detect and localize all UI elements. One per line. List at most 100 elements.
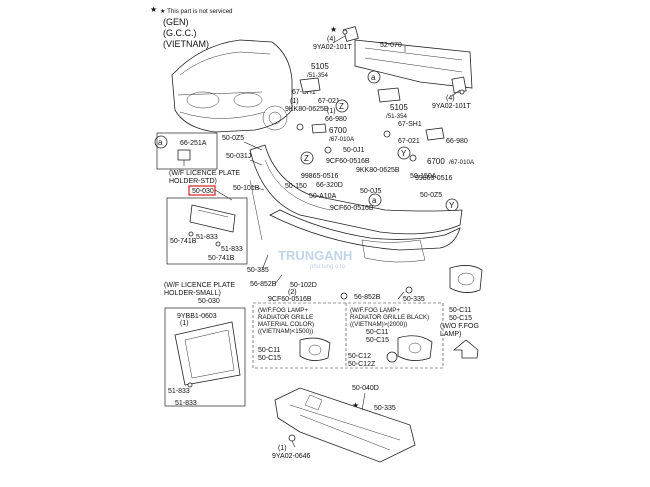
label-51-833-a: 51-833 (196, 234, 218, 241)
label-fog2-50-c15: 50-C15 (366, 337, 389, 344)
std-holder-title-1: (W/F LICENCE PLATE (169, 170, 240, 177)
label-51-833-d: 51-833 (175, 400, 197, 407)
label-50-0z5-b: 50-0Z5 (420, 192, 442, 199)
label-qty-1c: (1) (180, 320, 189, 327)
label-fog1-50-c15: 50-C15 (258, 355, 281, 362)
label-67-021-b: 67-021 (398, 138, 420, 145)
label-fog1-50-c11: 50-C11 (258, 347, 281, 354)
std-holder-title-2: HOLDER-STD) (169, 178, 217, 185)
svg-text:a: a (371, 73, 376, 82)
arrow-indicator (452, 339, 479, 359)
wo-fog-lamp-1: (W/O F.FOG (440, 323, 479, 330)
label-51-354-a: /51-354 (307, 72, 329, 79)
svg-text:Z: Z (339, 102, 344, 111)
label-50-150a: 50-150A (410, 173, 437, 180)
svg-text:Y: Y (449, 201, 455, 210)
bolt-icons-top (342, 29, 465, 95)
label-qty-2: (2) (288, 289, 297, 296)
label-50-030: 50-030 (192, 188, 214, 195)
label-5105-a: 5105 (311, 62, 329, 71)
label-99865-a: 99865-0516 (301, 173, 338, 180)
market-vietnam: (VIETNAM) (163, 39, 209, 49)
label-67-010a-b: /67-010A (449, 159, 475, 166)
svg-text:Z: Z (304, 154, 309, 163)
watermark-sub: phu tung o to (310, 264, 346, 270)
label-9kk80-a: 9KK80-0625B (285, 106, 329, 113)
svg-text:★: ★ (150, 5, 157, 14)
svg-text:(W/F.FOG LAMP+: (W/F.FOG LAMP+ (350, 307, 400, 314)
label-6700-a: 6700 (329, 126, 347, 135)
label-50-0j5: 50-0J5 (360, 188, 382, 195)
svg-text:★: ★ (330, 25, 337, 34)
label-50-101b: 50-101B (233, 185, 260, 192)
label-50-040d: 50-040D (352, 385, 379, 392)
svg-text:RADIATOR GRILLE: RADIATOR GRILLE (258, 314, 313, 321)
label-50-031j: 50-031J (226, 153, 251, 160)
svg-text:RADIATOR GRILLE BLACK): RADIATOR GRILLE BLACK) (350, 314, 429, 321)
label-51-354-b: /51-354 (386, 113, 408, 120)
bracket-shapes (296, 77, 445, 162)
bumper-reinforcement (343, 26, 473, 94)
label-50-741b-b: 50-741B (208, 255, 235, 262)
label-9ya02-101t-b: 9YA02-101T (432, 103, 472, 110)
svg-text:Y: Y (401, 149, 407, 158)
label-fog2-50-c11: 50-C11 (366, 329, 389, 336)
label-fog2-50-c12: 50-C12 (348, 353, 371, 360)
wo-fog-lamp-2: LAMP) (440, 331, 461, 338)
label-66-320d: 66-320D (316, 182, 343, 189)
label-67-sh1-b: 67-SH1 (398, 121, 422, 128)
label-56-852b-a: 56-852B (250, 281, 277, 288)
label-50-335-c: 50-335 (374, 405, 396, 412)
label-67-sh1-a: 67-SH1 (292, 89, 316, 96)
label-9ya02-101t-a: 9YA02-101T (313, 44, 353, 51)
label-51-833-b: 51-833 (221, 246, 243, 253)
label-qty-4b: (4) (446, 95, 455, 102)
watermark-brand: TRUNGANH (278, 248, 352, 263)
callout-y-bumper: Y (445, 198, 459, 212)
svg-text:((VIETNAM)<1500)): ((VIETNAM)<1500)) (258, 328, 313, 335)
label-qty-1d: (1) (278, 445, 287, 452)
label-6700-b: 6700 (427, 157, 445, 166)
std-plate-holder (189, 204, 236, 233)
callout-y-right: Y (397, 146, 411, 160)
callout-z-bottom: Z (300, 151, 314, 165)
market-gen: (GEN) (163, 17, 189, 27)
svg-text:a: a (372, 196, 377, 205)
svg-text:((VIETNAM)>(2000)): ((VIETNAM)>(2000)) (350, 321, 407, 328)
label-50-a10a: 50-A10A (309, 193, 337, 200)
label-50-c15-right: 50-C15 (449, 315, 472, 322)
label-50-150: 50-150 (285, 183, 307, 190)
fog-bezel-left-2 (397, 335, 433, 361)
callout-z-top: Z (335, 99, 349, 113)
leader-lines (214, 46, 406, 448)
label-56-852b-b: 56-852B (354, 294, 381, 301)
label-9kk80-b: 9KK80-0625B (356, 167, 400, 174)
not-serviced-note: ★ This part is not serviced (160, 8, 233, 15)
small-plate-holder (174, 321, 241, 386)
svg-text:MATERIAL COLOR): MATERIAL COLOR) (258, 321, 314, 328)
svg-text:(W/F.FOG LAMP+: (W/F.FOG LAMP+ (258, 307, 308, 314)
label-fog2-50-c12z: 50-C12Z (348, 361, 376, 368)
label-51-833-c: 51-833 (168, 388, 190, 395)
small-holder-title-2: HOLDER-SMALL) (164, 290, 221, 297)
label-50-030-b: 50-030 (198, 298, 220, 305)
label-50-335-b: 50-335 (403, 296, 425, 303)
label-9cf60-c: 9CF60-0516B (268, 296, 312, 303)
svg-text:a: a (158, 138, 163, 147)
label-9ya02-0646: 9YA02-0646 (272, 453, 311, 460)
fog-bezel-left-1 (299, 337, 331, 361)
small-holder-box (164, 307, 246, 407)
highlight-50-030 (188, 185, 216, 196)
callout-a-bumper: a (368, 193, 382, 207)
fog-bezel-right (449, 265, 483, 293)
small-holder-title-1: (W/F LICENCE PLATE (164, 282, 235, 289)
label-50-0j1: 50-0J1 (343, 147, 365, 154)
label-50-102d: 50-102D (290, 282, 317, 289)
std-holder-box (166, 197, 248, 265)
label-67-021-a: 67-021 (318, 98, 340, 105)
label-66-980-b: 66-980 (446, 138, 468, 145)
label-5105-b: 5105 (390, 103, 408, 112)
callout-a-left: a (154, 135, 168, 149)
